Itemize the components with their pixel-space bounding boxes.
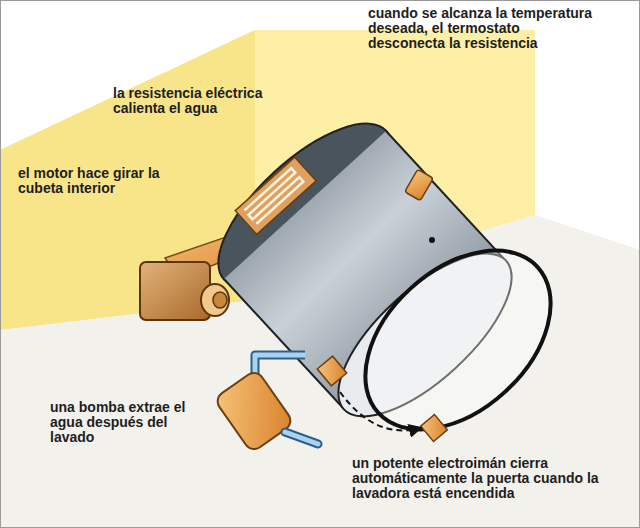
callout-label: el motor hace girar la cubeta interior: [18, 166, 183, 196]
closing-arrow: [340, 392, 420, 430]
inlet-pipe: [255, 355, 305, 378]
callout-label: cuando se alcanza la temperatura deseada…: [368, 6, 600, 51]
door-ring: [331, 215, 585, 464]
side-wall: [0, 30, 255, 330]
callout-label: una bomba extrae el agua después del lav…: [50, 400, 195, 445]
outlet-pipe: [285, 432, 318, 444]
pump: [214, 369, 294, 453]
electromagnet: [317, 356, 346, 386]
motor: [140, 262, 229, 320]
heating-element: [235, 157, 316, 234]
door-latch: [421, 415, 448, 442]
callout-label: un potente electroimán cierra automática…: [352, 456, 636, 501]
thermostat: [405, 169, 434, 201]
callout-label: la resistencia eléctrica calienta el agu…: [113, 86, 303, 116]
